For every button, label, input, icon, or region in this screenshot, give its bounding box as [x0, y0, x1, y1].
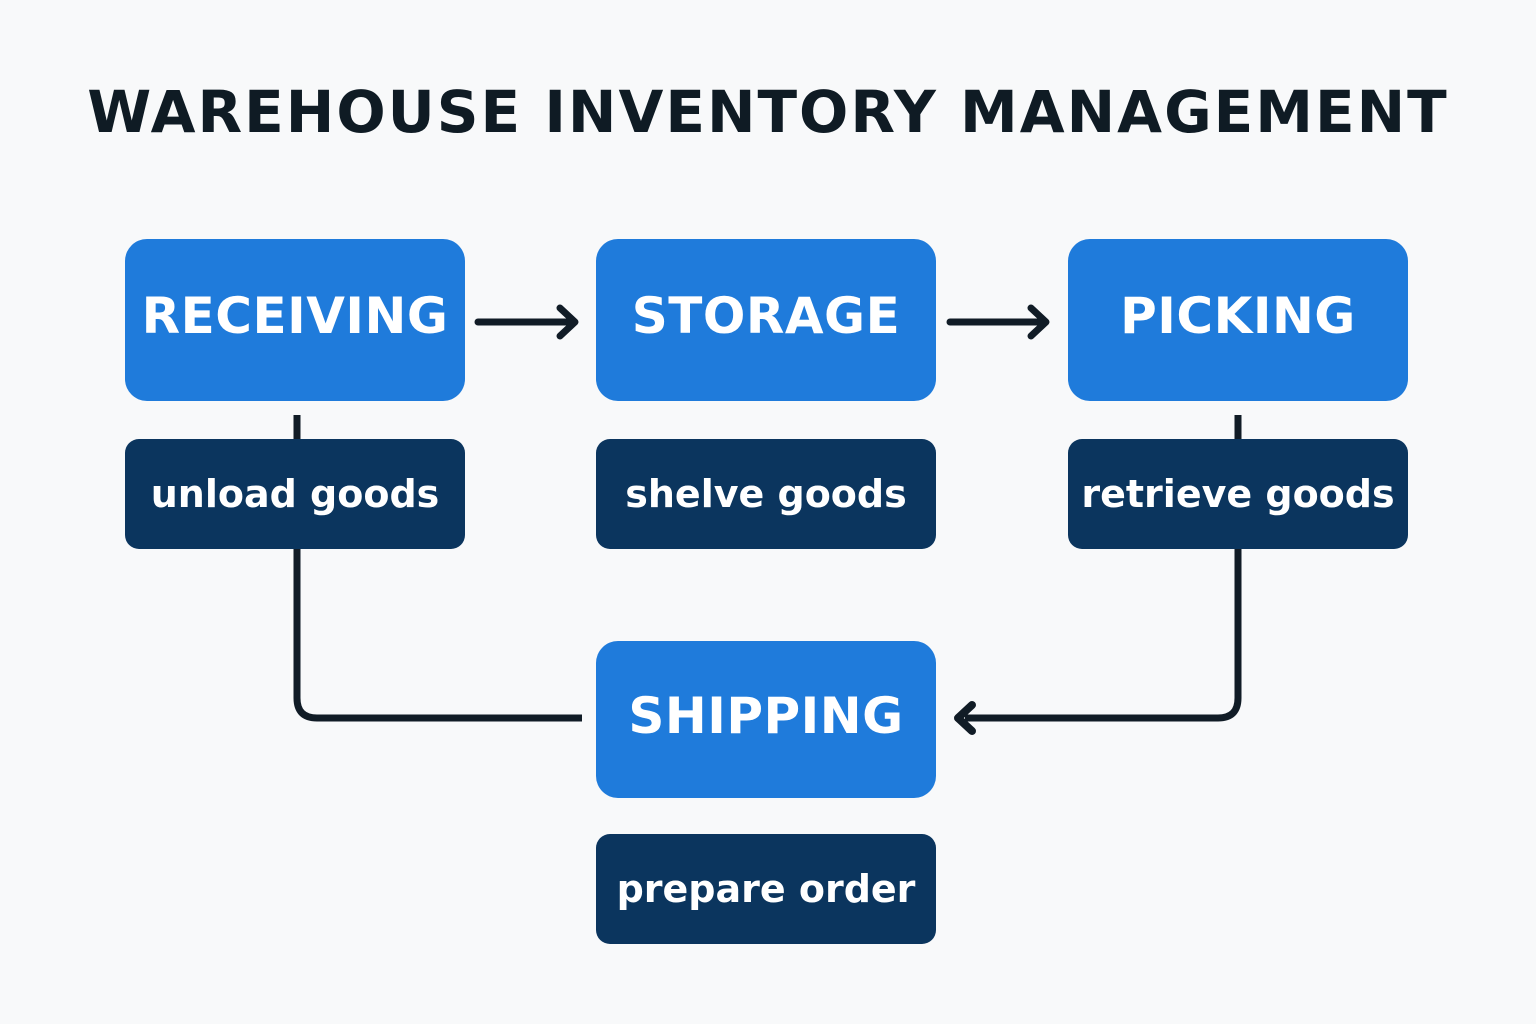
arrowhead-storage-icon: [556, 304, 579, 340]
stage-label: SHIPPING: [628, 686, 904, 745]
connector-unload-to-shipping: [293, 548, 582, 722]
diagram-title: WAREHOUSE INVENTORY MANAGEMENT: [87, 78, 1449, 146]
stage-receiving[interactable]: RECEIVING: [125, 239, 465, 401]
stage-shipping[interactable]: SHIPPING: [596, 641, 936, 798]
stage-storage[interactable]: STORAGE: [596, 239, 936, 401]
task-retrieve-goods[interactable]: retrieve goods: [1068, 439, 1408, 549]
task-prepare-order[interactable]: prepare order: [596, 834, 936, 944]
arrowhead-shipping-icon: [954, 701, 976, 735]
stage-label: PICKING: [1120, 287, 1356, 345]
task-shelve-goods[interactable]: shelve goods: [596, 439, 936, 549]
task-label: retrieve goods: [1081, 472, 1395, 516]
task-label: unload goods: [150, 472, 440, 516]
stage-label: RECEIVING: [141, 287, 449, 345]
task-label: prepare order: [616, 867, 916, 911]
task-unload-goods[interactable]: unload goods: [125, 439, 465, 549]
stage-label: STORAGE: [631, 287, 901, 345]
arrowhead-picking-icon: [1027, 304, 1050, 340]
stage-picking[interactable]: PICKING: [1068, 239, 1408, 401]
task-label: shelve goods: [625, 472, 907, 516]
connector-retrieve-to-shipping: [965, 548, 1242, 722]
